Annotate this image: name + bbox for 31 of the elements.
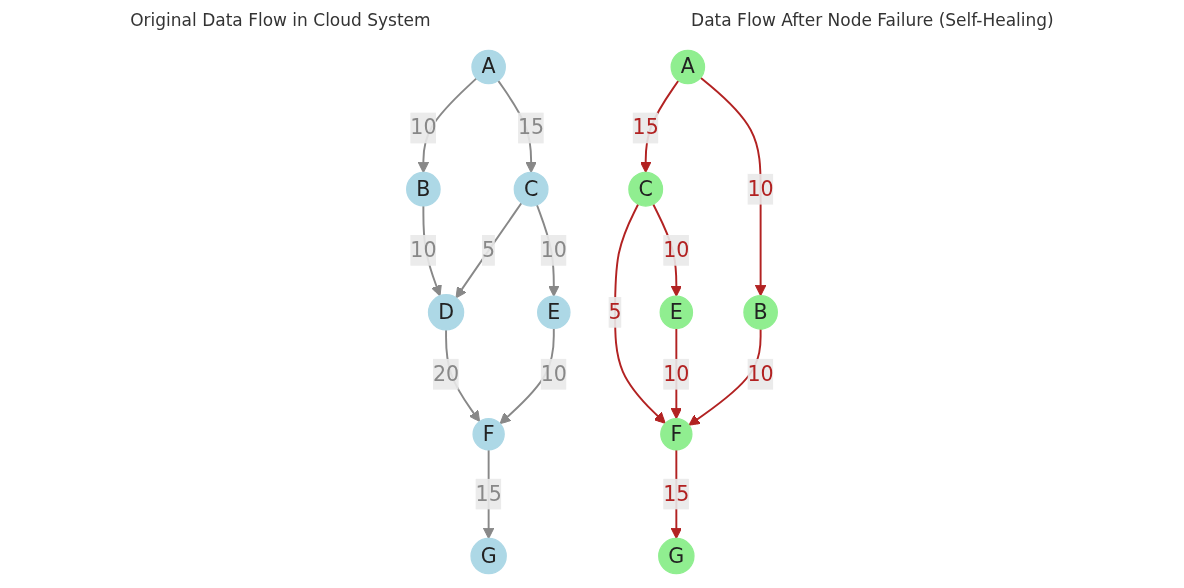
arrow: [455, 202, 523, 299]
node-circle: C: [513, 171, 549, 207]
panel-title: Original Data Flow in Cloud System: [130, 10, 431, 30]
node-circle: F: [660, 418, 693, 451]
edge-label: 15: [518, 115, 545, 140]
node-circle: D: [427, 294, 465, 331]
node-circle: G: [658, 537, 695, 575]
edge-label: 15: [475, 481, 502, 506]
node-circle: A: [471, 49, 506, 85]
edge-label: 10: [747, 176, 774, 201]
edge-label: 10: [410, 237, 437, 262]
edge-label: 10: [540, 361, 567, 386]
edge-label: 10: [747, 361, 774, 386]
edge-label: 5: [481, 237, 496, 262]
edge-label: 5: [608, 299, 622, 324]
edge-label: 10: [540, 237, 567, 262]
panel-title: Data Flow After Node Failure (Self-Healing): [691, 10, 1054, 30]
edge-label: 10: [410, 115, 437, 140]
node-circle: E: [659, 295, 694, 330]
edge-label: 15: [632, 115, 659, 140]
node-circle: F: [472, 418, 505, 451]
node-circle: G: [470, 537, 507, 575]
node-circle: A: [670, 49, 706, 85]
node-circle: B: [743, 295, 778, 330]
edge-label: 10: [663, 361, 690, 386]
node-circle: C: [628, 171, 664, 207]
node-circle: E: [537, 295, 571, 330]
edge-label: 20: [432, 361, 460, 386]
edge-label: 15: [663, 481, 690, 506]
edge-label: 10: [663, 237, 690, 262]
node-circle: B: [406, 171, 441, 207]
